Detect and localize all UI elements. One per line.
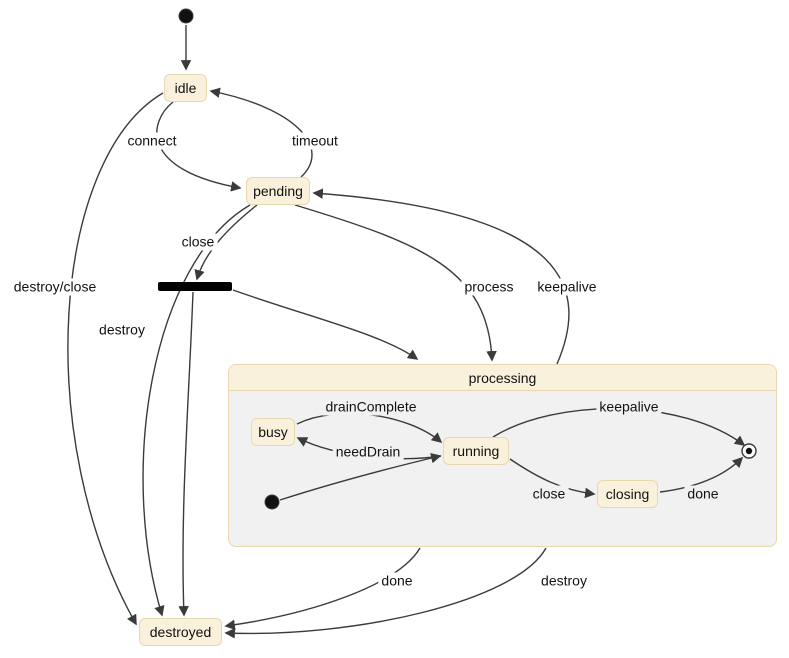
edge-label-destroy-pending: destroy [96, 321, 148, 339]
edge-label-close-inner: close [529, 485, 569, 503]
composite-title: processing [229, 365, 776, 391]
state-idle: idle [164, 74, 207, 102]
edge-label-drain-complete: drainComplete [322, 398, 420, 416]
initial-state-dot [178, 8, 194, 24]
edge-label-process: process [461, 278, 517, 296]
state-pending: pending [246, 177, 310, 205]
edge-destroy-processing [224, 547, 547, 639]
edge-label-connect: connect [124, 132, 180, 150]
fork-bar [158, 282, 232, 291]
edge-label-done-inner: done [684, 485, 722, 503]
edge-label-destroy-processing: destroy [538, 572, 590, 590]
edge-label-need-drain: needDrain [332, 443, 404, 461]
state-closing: closing [597, 480, 658, 508]
edge-label-destroy-close: destroy/close [10, 278, 100, 296]
edge-fork-to-destroyed [178, 291, 194, 617]
edge-fork-to-processing [232, 289, 419, 360]
state-destroyed: destroyed [139, 618, 222, 646]
state-busy: busy [251, 418, 295, 446]
edge-label-keepalive-outer: keepalive [534, 278, 600, 296]
edge-label-done-outer: done [378, 572, 416, 590]
edge-keepalive-outer [312, 188, 570, 365]
edge-destroy-close [67, 92, 164, 626]
edge-label-timeout: timeout [289, 132, 341, 150]
edge-label-close: close [178, 233, 218, 251]
edge-label-keepalive-inner: keepalive [596, 398, 662, 416]
state-running: running [443, 437, 509, 465]
